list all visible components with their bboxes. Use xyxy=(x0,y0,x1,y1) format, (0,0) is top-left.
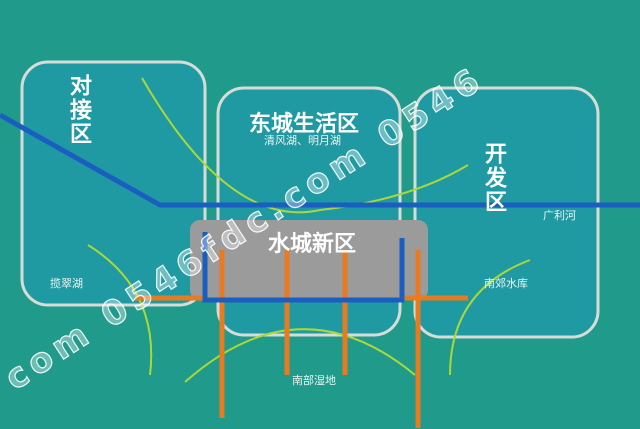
zone-left-label: 对接区 xyxy=(66,74,91,146)
arc-bottom xyxy=(184,328,416,383)
zone-center-label: 水城新区 xyxy=(268,232,357,257)
water-channel xyxy=(202,232,405,303)
river-label: 广利河 xyxy=(543,209,576,222)
arc-right xyxy=(449,259,531,376)
lake-left-label: 揽翠湖 xyxy=(50,277,83,290)
zone-left-box xyxy=(20,60,207,307)
zone-right-box xyxy=(413,86,600,339)
zone-middle-sub-label: 清风湖、明月湖 xyxy=(264,134,341,147)
zone-middle-label: 东城生活区 xyxy=(249,112,360,137)
zone-center-box xyxy=(190,220,428,300)
arc-top xyxy=(141,77,469,214)
reservoir-label: 南郊水库 xyxy=(484,277,528,290)
zone-right-label: 开发区 xyxy=(481,142,506,214)
wetland-label: 南部湿地 xyxy=(292,374,336,387)
roads xyxy=(135,250,468,428)
river-guangli xyxy=(0,112,640,208)
